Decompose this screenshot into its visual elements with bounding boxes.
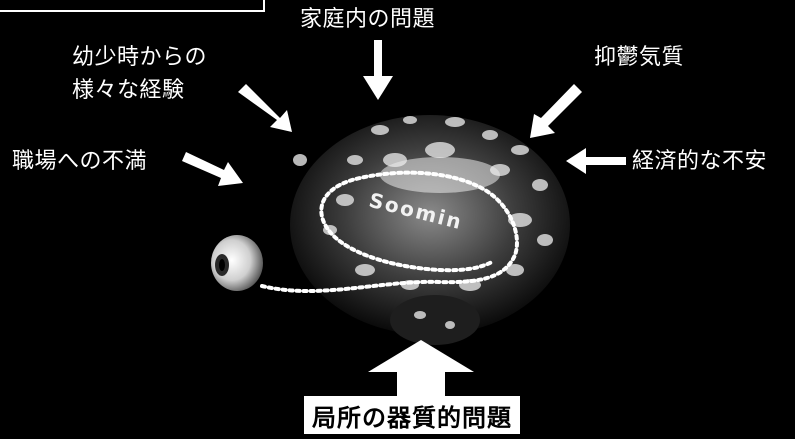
arrow-bottom (368, 340, 474, 396)
visual-pathway-dotted (260, 170, 519, 293)
arrow-left (182, 152, 243, 186)
eyeball-illustration (211, 235, 263, 291)
label-financial-anxiety: 経済的な不安 (632, 149, 768, 174)
label-childhood-experiences-line2: 様々な経験 (72, 78, 185, 103)
top-left-frame (0, 0, 265, 12)
arrow-top-center (363, 40, 393, 100)
label-workplace-dissatisfaction: 職場への不満 (12, 149, 148, 174)
arrow-top-left (238, 84, 292, 132)
label-local-organic-problem: 局所の器質的問題 (304, 396, 520, 434)
arrow-top-right (530, 84, 582, 138)
label-childhood-experiences-line1: 幼少時からの (72, 45, 208, 70)
arrow-right (566, 148, 626, 174)
label-depressive-temperament: 抑鬱気質 (594, 45, 685, 70)
label-family-problems: 家庭内の問題 (300, 7, 436, 32)
